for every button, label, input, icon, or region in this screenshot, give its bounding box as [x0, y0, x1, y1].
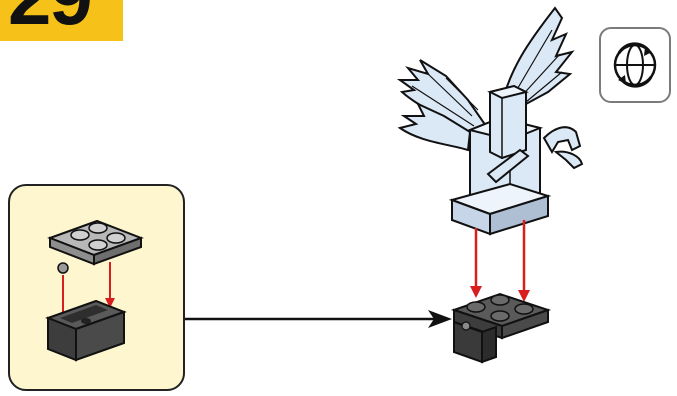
- connector-arrow: [185, 310, 452, 328]
- rotate-model-button: [599, 27, 671, 103]
- main-bracket-plate: [450, 292, 552, 364]
- step-number: 29: [8, 0, 93, 36]
- step-badge: 29: [0, 0, 123, 41]
- main-attach-arrows: [470, 220, 530, 302]
- sub-assembly-panel: [8, 184, 185, 391]
- hawk-figure-icon: [396, 6, 584, 236]
- rotate-model-icon: [613, 42, 657, 88]
- bracket-icon: [45, 299, 127, 362]
- sub-plate-2x2: [47, 219, 144, 274]
